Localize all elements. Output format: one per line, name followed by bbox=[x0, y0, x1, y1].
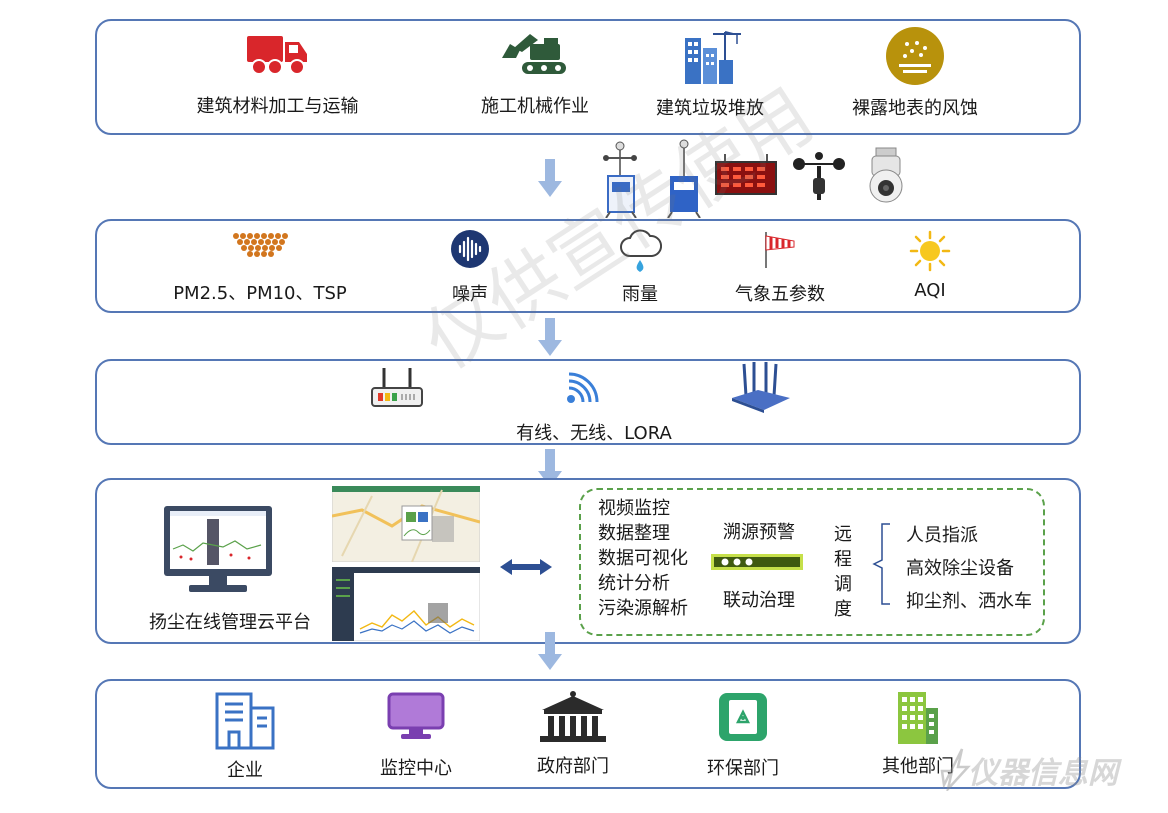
router-icon bbox=[371, 368, 423, 407]
source-item-waste: 建筑垃圾堆放 bbox=[650, 28, 770, 120]
enterprise-building-icon bbox=[215, 692, 275, 750]
source-item-machinery: 施工机械作业 bbox=[475, 30, 595, 118]
truck-icon bbox=[246, 36, 307, 75]
bracket-icon bbox=[872, 523, 890, 605]
flow-arrow-icon bbox=[538, 632, 562, 670]
function-item: 数据整理 bbox=[598, 523, 670, 544]
remote-dispatch-label: 远 程 调 度 bbox=[834, 522, 854, 622]
user-label: 企业 bbox=[227, 760, 263, 781]
dome-camera-icon bbox=[869, 147, 903, 203]
source-item-transport: 建筑材料加工与运输 bbox=[190, 30, 365, 118]
parameter-label: AQI bbox=[914, 280, 946, 301]
management-functions-box bbox=[579, 488, 1045, 636]
parameter-item-particles: PM2.5、PM10、TSP bbox=[165, 228, 355, 305]
rain-icon bbox=[620, 229, 662, 272]
function-item: 统计分析 bbox=[598, 573, 670, 594]
parameter-item-rain: 雨量 bbox=[610, 228, 670, 306]
flow-arrow-icon bbox=[538, 318, 562, 356]
function-list: 视频监控 数据整理 数据可视化 统计分析 污染源解析 bbox=[598, 496, 688, 621]
parameter-label: 雨量 bbox=[622, 284, 658, 305]
action-item: 人员指派 bbox=[906, 525, 978, 546]
platform-item: 扬尘在线管理云平台 bbox=[140, 608, 320, 634]
remote-char: 程 bbox=[834, 549, 852, 570]
flow-arrow-icon bbox=[538, 449, 562, 487]
bare-soil-icon bbox=[886, 27, 944, 85]
function-item: 数据可视化 bbox=[598, 548, 688, 569]
action-item: 高效除尘设备 bbox=[906, 558, 1014, 579]
map-screenshot-icon bbox=[332, 486, 480, 562]
sun-icon bbox=[909, 230, 951, 272]
excavator-icon bbox=[502, 34, 566, 74]
wifi-router-icon bbox=[732, 362, 790, 413]
led-display-icon bbox=[715, 154, 777, 195]
user-item-monitor-center: 监控中心 bbox=[368, 692, 464, 780]
monitoring-station-icon bbox=[667, 139, 701, 218]
source-label: 裸露地表的风蚀 bbox=[852, 98, 978, 119]
action-item: 抑尘剂、洒水车 bbox=[906, 591, 1032, 612]
noise-icon bbox=[451, 230, 489, 268]
parameter-label: PM2.5、PM10、TSP bbox=[173, 283, 347, 304]
parameter-item-aqi: AQI bbox=[900, 230, 960, 301]
remote-char: 调 bbox=[834, 574, 852, 595]
trace-warning-label: 溯源预警 bbox=[723, 522, 795, 543]
transmission-panel bbox=[95, 359, 1081, 445]
source-label: 建筑垃圾堆放 bbox=[656, 98, 764, 119]
parameter-label: 噪声 bbox=[452, 284, 488, 305]
dispatch-actions: 人员指派 高效除尘设备 抑尘剂、洒水车 bbox=[906, 519, 1032, 618]
wireless-signal-icon bbox=[567, 372, 599, 403]
platform-label: 扬尘在线管理云平台 bbox=[149, 612, 311, 633]
user-label: 政府部门 bbox=[537, 756, 609, 777]
eco-recycle-icon bbox=[719, 693, 767, 741]
logo-watermark-text: 仪器信息网 bbox=[968, 756, 1118, 791]
user-label: 其他部门 bbox=[882, 756, 954, 777]
remote-char: 度 bbox=[834, 599, 852, 620]
linkage-control-label: 联动治理 bbox=[723, 590, 795, 611]
government-icon bbox=[540, 691, 606, 742]
bidirectional-arrow-icon bbox=[500, 559, 552, 575]
progress-indicator-icon bbox=[711, 554, 803, 570]
parameter-label: 气象五参数 bbox=[735, 284, 825, 305]
desktop-monitor-icon bbox=[164, 506, 272, 592]
instrument-logo-icon bbox=[940, 748, 971, 791]
flow-arrow-icon bbox=[538, 159, 562, 197]
source-label: 建筑材料加工与运输 bbox=[196, 96, 359, 117]
parameter-item-weather: 气象五参数 bbox=[725, 230, 835, 306]
transmission-item: 有线、无线、LORA bbox=[484, 419, 704, 445]
source-item-bare-soil: 裸露地表的风蚀 bbox=[845, 26, 985, 120]
user-item-government: 政府部门 bbox=[528, 690, 618, 778]
data-chart-screenshot-icon bbox=[332, 567, 480, 641]
user-item-environment: 环保部门 bbox=[700, 692, 786, 780]
parameter-item-noise: 噪声 bbox=[440, 229, 500, 306]
office-tower-icon bbox=[898, 692, 938, 744]
transmission-label: 有线、无线、LORA bbox=[516, 423, 672, 444]
anemometer-icon bbox=[793, 152, 845, 200]
source-label: 施工机械作业 bbox=[481, 96, 589, 117]
monitor-icon bbox=[387, 692, 445, 739]
user-label: 监控中心 bbox=[380, 758, 452, 779]
windsock-icon bbox=[765, 232, 795, 268]
building-crane-icon bbox=[685, 31, 741, 84]
particles-icon bbox=[233, 233, 288, 257]
monitoring-station-icon bbox=[603, 141, 637, 218]
function-item: 视频监控 bbox=[598, 498, 670, 519]
user-label: 环保部门 bbox=[707, 758, 779, 779]
user-item-other: 其他部门 bbox=[868, 688, 968, 778]
user-item-enterprise: 企业 bbox=[210, 690, 280, 782]
function-item: 污染源解析 bbox=[598, 598, 688, 619]
remote-char: 远 bbox=[834, 524, 852, 545]
